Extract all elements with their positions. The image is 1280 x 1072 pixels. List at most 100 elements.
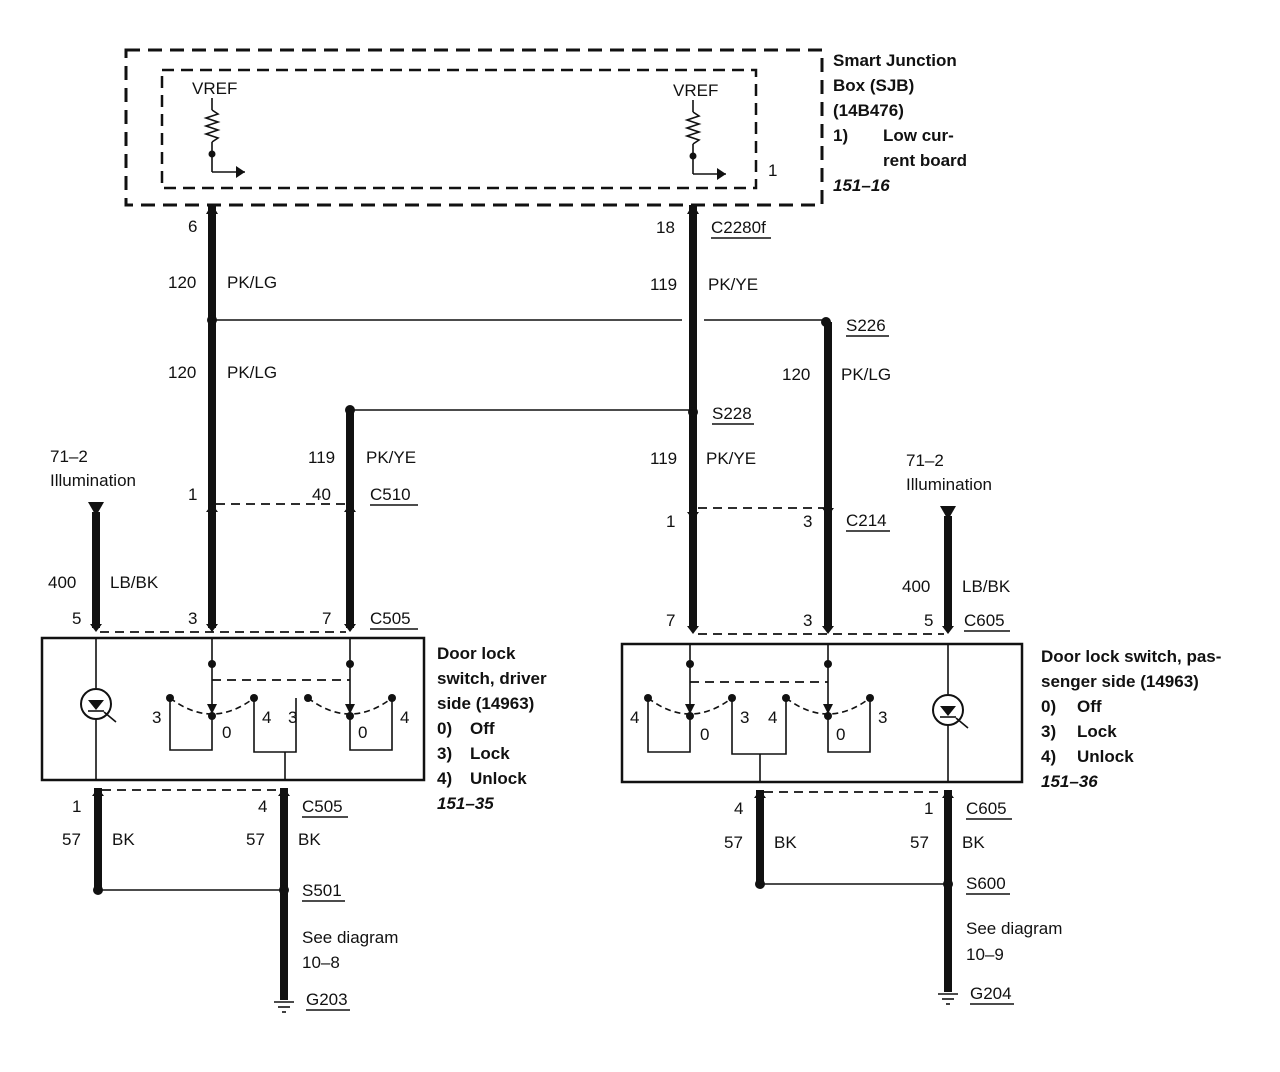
driver-pos-b-left: 3	[288, 708, 297, 727]
driver-pos-a-right: 4	[262, 708, 271, 727]
illum-right-circuit: 400	[902, 577, 930, 596]
left-feed-wire: 6 120 PK/LG 120 PK/LG 1 3	[168, 204, 277, 632]
left-feed-color2: PK/LG	[227, 363, 277, 382]
driver-ground-circuit: 1 4 C505 57 BK 57 BK S501 See diagram 10…	[62, 788, 398, 1013]
right-feed-pin-c214: 1	[666, 512, 675, 531]
right-feed-pin-c605: 7	[666, 611, 675, 630]
right-feed-pin: 18	[656, 218, 675, 237]
pass-gnd-pin-right: 1	[924, 799, 933, 818]
left-feed-circuit2: 120	[168, 363, 196, 382]
illum-left-ref: 71–2	[50, 447, 88, 466]
pass-gnd-see1: See diagram	[966, 919, 1062, 938]
lamp-left-icon	[80, 638, 117, 780]
driver-opt3: Lock	[470, 744, 510, 763]
driver-opt3-num: 3)	[437, 744, 452, 763]
illum-left-circuit: 400	[48, 573, 76, 592]
switch-b-driver-icon	[304, 638, 396, 751]
driver-opt0-num: 0)	[437, 719, 452, 738]
driver-gnd-pin-right: 4	[258, 797, 267, 816]
driver-gnd-circuit-right: 57	[246, 830, 265, 849]
c510-label: C510	[370, 485, 411, 504]
pass-gnd-color-left: BK	[774, 833, 797, 852]
sjb-inner-number: 1	[768, 161, 777, 180]
illum-left-color: LB/BK	[110, 573, 159, 592]
right-feed-wire: 18 C2280f 119 PK/YE S228 119 PK/YE 1 7	[650, 204, 771, 634]
driver-switch-ref: 151–35	[437, 794, 494, 813]
passenger-switch-caption: Door lock switch, pas- senger side (1496…	[1041, 647, 1221, 791]
driver-pos-b-right: 4	[400, 708, 409, 727]
smart-junction-box: 1 VREF VREF Smart Junction Box (SJB) (14…	[124, 48, 967, 207]
passenger-ground-circuit: 4 1 C605 57 BK 57 BK S600 See diagram 10…	[724, 790, 1062, 1005]
driver-opt4-num: 4)	[437, 769, 452, 788]
driver-pos-a-left: 3	[152, 708, 161, 727]
illum-right-label: Illumination	[906, 475, 992, 494]
s226-pin-c605: 3	[803, 611, 812, 630]
sjb-title-line2: Box (SJB)	[833, 76, 914, 95]
driver-switch-line2: switch, driver	[437, 669, 547, 688]
pass-gnd-see2: 10–9	[966, 945, 1004, 964]
sjb-ref: 151–16	[833, 176, 890, 195]
illum-right-ref: 71–2	[906, 451, 944, 470]
pass-pos-b-left: 4	[768, 708, 777, 727]
pass-pos-a-mid: 0	[700, 725, 709, 744]
pass-opt3-num: 3)	[1041, 722, 1056, 741]
s501-label: S501	[302, 881, 342, 900]
illumination-left: 71–2 Illumination 400 LB/BK 5	[48, 447, 159, 632]
sjb-item-line1: Low cur-	[883, 126, 954, 145]
s600-label: S600	[966, 874, 1006, 893]
driver-gnd-connector: C505	[302, 797, 343, 816]
driver-gnd-circuit-left: 57	[62, 830, 81, 849]
pass-opt4: Unlock	[1077, 747, 1134, 766]
pass-gnd-circuit-right: 57	[910, 833, 929, 852]
driver-switch-line3: side (14963)	[437, 694, 534, 713]
pass-pos-a-left: 4	[630, 708, 639, 727]
sjb-title-line1: Smart Junction	[833, 51, 957, 70]
pass-pos-b-mid: 0	[836, 725, 845, 744]
right-feed-color2: PK/YE	[706, 449, 756, 468]
pass-opt4-num: 4)	[1041, 747, 1056, 766]
right-feed-connector: C2280f	[711, 218, 766, 237]
s226-pin-c214: 3	[803, 512, 812, 531]
illum-left-pin: 5	[72, 609, 81, 628]
pass-gnd-connector: C605	[966, 799, 1007, 818]
driver-gnd-color-left: BK	[112, 830, 135, 849]
g204-label: G204	[970, 984, 1012, 1003]
left-feed-circuit1: 120	[168, 273, 196, 292]
passenger-door-lock-switch: 4 0 3 4 0 3	[620, 642, 1024, 784]
resistor-left-icon	[203, 98, 245, 178]
switch-b-passenger-icon	[782, 644, 874, 753]
driver-switch-caption: Door lock switch, driver side (14963) 0)…	[437, 644, 547, 813]
driver-opt0: Off	[470, 719, 495, 738]
illum-right-pin: 5	[924, 611, 933, 630]
right-feed-color1: PK/YE	[708, 275, 758, 294]
s226-label: S226	[846, 316, 886, 335]
pass-opt3: Lock	[1077, 722, 1117, 741]
c605-top-label: C605	[964, 611, 1005, 630]
driver-pos-b-mid: 0	[358, 723, 367, 742]
driver-gnd-see1: See diagram	[302, 928, 398, 947]
pass-switch-line1: Door lock switch, pas-	[1041, 647, 1221, 666]
sjb-item-line2: rent board	[883, 151, 967, 170]
pass-switch-ref: 151–36	[1041, 772, 1098, 791]
s228-branch-wire: 119 PK/YE 40 C510 7 C505	[308, 405, 418, 632]
pass-opt0-num: 0)	[1041, 697, 1056, 716]
driver-gnd-pin-left: 1	[72, 797, 81, 816]
s228-branch-circuit: 119	[308, 448, 335, 467]
pass-pos-a-right: 3	[740, 708, 749, 727]
g203-label: G203	[306, 990, 348, 1009]
vref-right-label: VREF	[673, 81, 718, 100]
pass-pos-b-right: 3	[878, 708, 887, 727]
sjb-outline	[124, 48, 824, 207]
s228-branch-pin-c510: 40	[312, 485, 331, 504]
pass-gnd-circuit-left: 57	[724, 833, 743, 852]
pass-switch-line2: senger side (14963)	[1041, 672, 1199, 691]
ground-g203-icon	[274, 1001, 294, 1013]
c505-top-label: C505	[370, 609, 411, 628]
illumination-right: 71–2 Illumination 400 LB/BK 5 C605	[902, 451, 1011, 634]
illum-left-label: Illumination	[50, 471, 136, 490]
sjb-item-number: 1)	[833, 126, 848, 145]
driver-gnd-see2: 10–8	[302, 953, 340, 972]
driver-pos-a-mid: 0	[222, 723, 231, 742]
resistor-right-icon	[684, 100, 726, 180]
